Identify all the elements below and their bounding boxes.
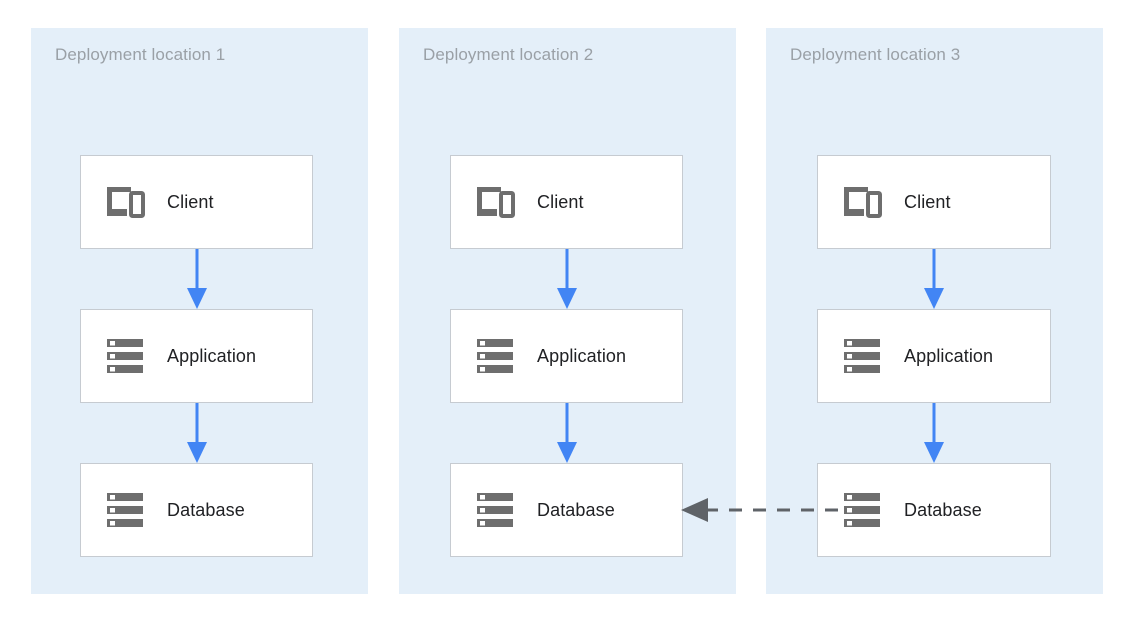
devices-icon xyxy=(840,180,884,224)
server-icon xyxy=(103,488,147,532)
node-client-2[interactable]: Client xyxy=(450,155,683,249)
node-label-application-1: Application xyxy=(167,345,257,366)
server-icon xyxy=(103,334,147,378)
node-client-1[interactable]: Client xyxy=(80,155,313,249)
node-label-application-2: Application xyxy=(537,345,627,366)
node-database-2[interactable]: Database xyxy=(450,463,683,557)
node-application-3[interactable]: Application xyxy=(817,309,1051,403)
node-label-client-1: Client xyxy=(167,191,214,212)
node-client-3[interactable]: Client xyxy=(817,155,1051,249)
panel-title-1: Deployment location 1 xyxy=(55,45,226,64)
node-label-application-3: Application xyxy=(904,345,994,366)
node-label-client-3: Client xyxy=(904,191,951,212)
node-label-database-3: Database xyxy=(904,499,982,520)
panel-title-2: Deployment location 2 xyxy=(423,45,594,64)
server-icon xyxy=(473,488,517,532)
node-label-database-2: Database xyxy=(537,499,615,520)
server-icon xyxy=(840,334,884,378)
node-label-client-2: Client xyxy=(537,191,584,212)
devices-icon xyxy=(103,180,147,224)
panel-title-3: Deployment location 3 xyxy=(790,45,961,64)
node-database-3[interactable]: Database xyxy=(817,463,1051,557)
node-label-database-1: Database xyxy=(167,499,245,520)
node-database-1[interactable]: Database xyxy=(80,463,313,557)
server-icon xyxy=(473,334,517,378)
node-application-2[interactable]: Application xyxy=(450,309,683,403)
devices-icon xyxy=(473,180,517,224)
node-application-1[interactable]: Application xyxy=(80,309,313,403)
server-icon xyxy=(840,488,884,532)
